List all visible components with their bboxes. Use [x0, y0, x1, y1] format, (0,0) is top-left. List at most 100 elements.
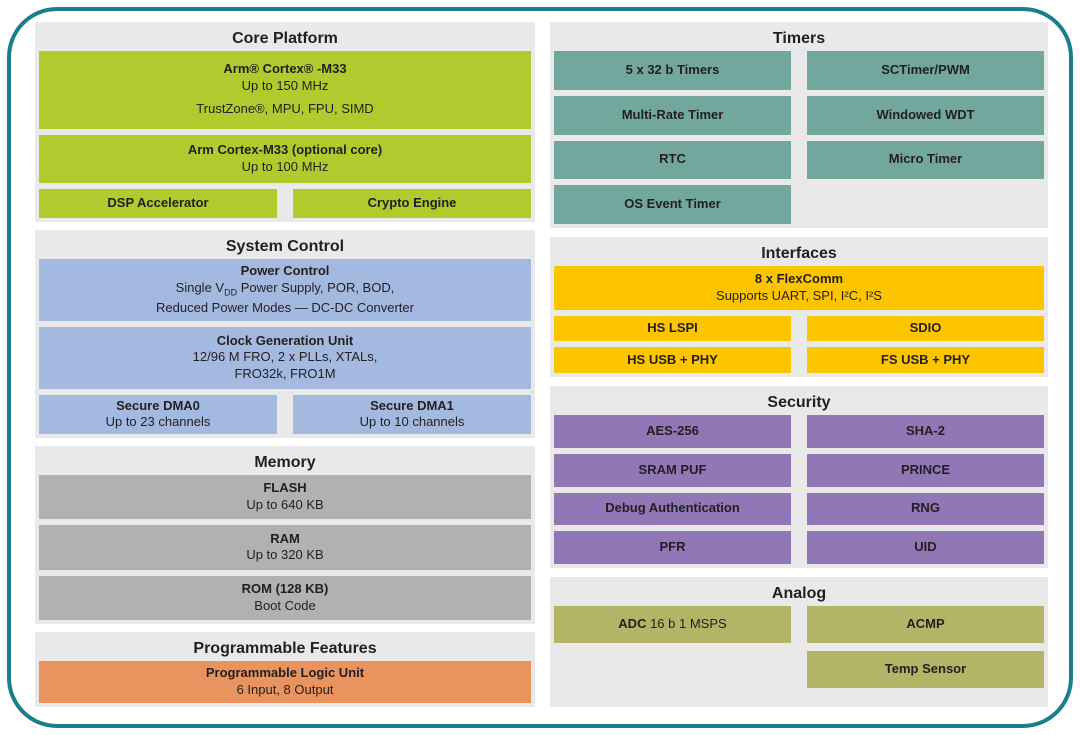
block-title: Programmable Logic Unit: [205, 665, 365, 681]
block-rtc: RTC: [554, 140, 791, 180]
section-title: Programmable Features: [193, 640, 377, 657]
system-control-row: Secure DMA0 Up to 23 channels Secure DMA…: [39, 394, 531, 434]
block-subtitle: Boot Code: [254, 597, 316, 613]
block-title: Clock Generation Unit: [216, 332, 354, 348]
block-sram-puf: SRAM PUF: [554, 453, 791, 487]
block-title: RAM: [270, 530, 300, 546]
section-security: Security AES-256 SHA-2 SRAM PUF PRINCE D…: [550, 386, 1048, 568]
line1-pre: Single V: [175, 280, 225, 296]
security-grid: AES-256 SHA-2 SRAM PUF PRINCE Debug Auth…: [554, 415, 1044, 564]
core-platform-row: DSP Accelerator Crypto Engine: [39, 188, 531, 218]
section-timers: Timers 5 x 32 b Timers SCTimer/PWM Multi…: [550, 22, 1048, 228]
block-cortex-m33-optional: Arm Cortex-M33 (optional core) Up to 100…: [39, 134, 531, 183]
block-pfr: PFR: [554, 531, 791, 564]
section-interfaces: Interfaces 8 x FlexComm Supports UART, S…: [550, 237, 1048, 377]
block-aes-256: AES-256: [554, 415, 791, 448]
diagram-content: Core Platform Arm® Cortex® -M33 Up to 15…: [35, 22, 1048, 707]
block-title: Arm® Cortex® -M33: [223, 61, 347, 77]
block-fs-usb-phy: FS USB + PHY: [807, 347, 1044, 373]
block-acmp: ACMP: [807, 606, 1044, 643]
block-os-event-timer: OS Event Timer: [554, 185, 791, 224]
block-title: Secure DMA0: [116, 397, 200, 413]
block-32b-timers: 5 x 32 b Timers: [554, 51, 791, 90]
block-cortex-m33: Arm® Cortex® -M33 Up to 150 MHz TrustZon…: [39, 51, 531, 129]
section-memory: Memory FLASH Up to 640 KB RAM Up to 320 …: [35, 446, 535, 624]
empty-cell: [807, 185, 1044, 224]
block-clock-generation-unit: Clock Generation Unit 12/96 M FRO, 2 x P…: [39, 326, 531, 389]
adc-label: ADC 16 b 1 MSPS: [618, 616, 726, 633]
block-temp-sensor: Temp Sensor: [807, 651, 1044, 688]
block-subtitle: Up to 23 channels: [105, 414, 211, 430]
block-hs-lspi: HS LSPI: [554, 315, 791, 342]
interfaces-row-2: HS USB + PHY FS USB + PHY: [554, 347, 1044, 373]
interfaces-blocks: 8 x FlexComm Supports UART, SPI, I²C, I²…: [554, 266, 1044, 373]
block-features: TrustZone®, MPU, FPU, SIMD: [196, 101, 374, 117]
block-sha-2: SHA-2: [807, 415, 1044, 448]
block-subtitle: Up to 150 MHz: [241, 78, 329, 94]
memory-blocks: FLASH Up to 640 KB RAM Up to 320 KB ROM …: [39, 475, 531, 620]
system-control-blocks: Power Control Single VDD Power Supply, P…: [39, 259, 531, 434]
section-title: Timers: [772, 30, 826, 47]
block-sdio: SDIO: [807, 315, 1044, 342]
block-title: Arm Cortex-M33 (optional core): [187, 141, 383, 157]
block-rom: ROM (128 KB) Boot Code: [39, 575, 531, 620]
analog-row-1: ADC 16 b 1 MSPS ACMP: [554, 606, 1044, 643]
block-subtitle: 6 Input, 8 Output: [236, 682, 334, 697]
empty-cell: [554, 651, 791, 688]
section-title: Analog: [771, 585, 827, 602]
block-dsp-accelerator: DSP Accelerator: [39, 188, 277, 218]
block-secure-dma1: Secure DMA1 Up to 10 channels: [293, 394, 531, 434]
section-title: Memory: [254, 454, 316, 471]
block-subtitle: Up to 320 KB: [246, 547, 324, 563]
block-subtitle: Up to 640 KB: [246, 497, 324, 513]
block-title: FLASH: [263, 480, 307, 496]
block-uid: UID: [807, 531, 1044, 564]
section-title: Security: [767, 394, 831, 411]
block-prince: PRINCE: [807, 453, 1044, 487]
block-flexcomm: 8 x FlexComm Supports UART, SPI, I²C, I²…: [554, 266, 1044, 310]
block-subtitle: Supports UART, SPI, I²C, I²S: [716, 287, 882, 303]
interfaces-row-1: HS LSPI SDIO: [554, 315, 1044, 342]
block-debug-authentication: Debug Authentication: [554, 492, 791, 526]
section-title: System Control: [225, 238, 345, 255]
block-line1: Single VDD Power Supply, POR, BOD,: [176, 280, 395, 299]
block-power-control: Power Control Single VDD Power Supply, P…: [39, 259, 531, 321]
block-line2: FRO32k, FRO1M: [234, 366, 336, 382]
adc-bold: ADC: [618, 616, 647, 632]
block-sctimer-pwm: SCTimer/PWM: [807, 51, 1044, 90]
block-title: ROM (128 KB): [241, 580, 329, 596]
block-flash: FLASH Up to 640 KB: [39, 475, 531, 520]
left-column: Core Platform Arm® Cortex® -M33 Up to 15…: [35, 22, 535, 707]
section-core-platform: Core Platform Arm® Cortex® -M33 Up to 15…: [35, 22, 535, 222]
section-system-control: System Control Power Control Single VDD …: [35, 230, 535, 438]
adc-spec: 16 b 1 MSPS: [646, 616, 727, 632]
block-subtitle: Up to 100 MHz: [241, 158, 329, 174]
block-adc: ADC 16 b 1 MSPS: [554, 606, 791, 643]
block-crypto-engine: Crypto Engine: [293, 188, 531, 218]
block-micro-timer: Micro Timer: [807, 140, 1044, 180]
section-programmable-features: Programmable Features Programmable Logic…: [35, 632, 535, 707]
programmable-blocks: Programmable Logic Unit 6 Input, 8 Outpu…: [39, 661, 531, 703]
block-line1: 12/96 M FRO, 2 x PLLs, XTALs,: [192, 349, 378, 365]
block-subtitle: Up to 10 channels: [359, 414, 465, 430]
analog-blocks: ADC 16 b 1 MSPS ACMP Temp Sensor: [554, 606, 1044, 703]
block-line2: Reduced Power Modes — DC-DC Converter: [156, 299, 414, 315]
line1-post: Power Supply, POR, BOD,: [237, 280, 395, 296]
block-rng: RNG: [807, 492, 1044, 526]
block-title: Power Control: [240, 263, 330, 279]
block-ram: RAM Up to 320 KB: [39, 525, 531, 570]
section-analog: Analog ADC 16 b 1 MSPS ACMP Temp Sensor: [550, 577, 1048, 707]
right-column: Timers 5 x 32 b Timers SCTimer/PWM Multi…: [550, 22, 1048, 707]
block-secure-dma0: Secure DMA0 Up to 23 channels: [39, 394, 277, 434]
section-title: Interfaces: [761, 245, 837, 262]
core-platform-blocks: Arm® Cortex® -M33 Up to 150 MHz TrustZon…: [39, 51, 531, 218]
analog-row-2: Temp Sensor: [554, 651, 1044, 688]
block-programmable-logic-unit: Programmable Logic Unit 6 Input, 8 Outpu…: [39, 661, 531, 703]
vdd-subscript: DD: [224, 287, 238, 298]
section-title: Core Platform: [232, 30, 338, 47]
block-multi-rate-timer: Multi-Rate Timer: [554, 95, 791, 135]
timers-grid: 5 x 32 b Timers SCTimer/PWM Multi-Rate T…: [554, 51, 1044, 224]
block-title: Secure DMA1: [370, 397, 454, 413]
block-hs-usb-phy: HS USB + PHY: [554, 347, 791, 373]
